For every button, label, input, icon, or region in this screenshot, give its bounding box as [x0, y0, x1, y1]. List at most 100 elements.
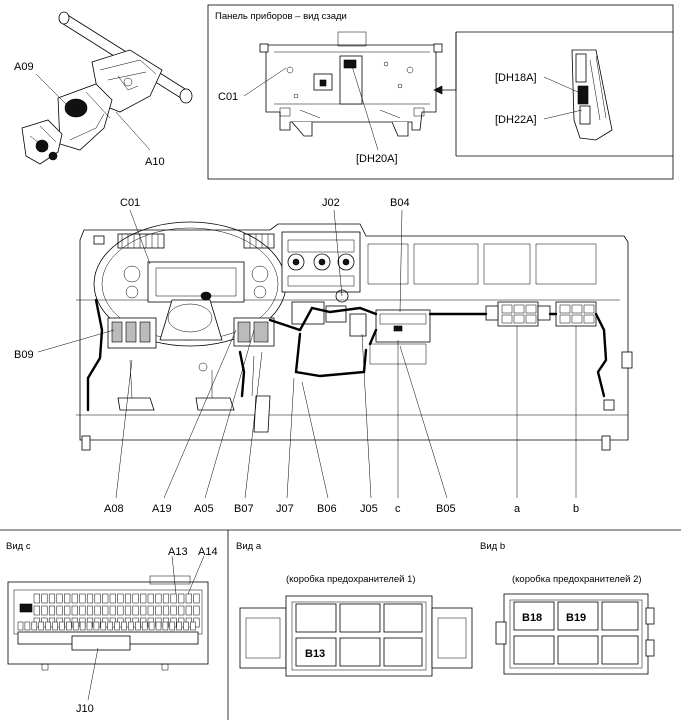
connector-pin	[41, 593, 48, 604]
view-c-pin-rows	[17, 593, 200, 631]
connector-pin	[71, 593, 78, 604]
label-c01-cluster: C01	[218, 91, 238, 103]
j02-leader	[333, 209, 343, 297]
connector-pin	[33, 605, 40, 616]
connector-pin	[155, 593, 162, 604]
connector-pin	[94, 605, 101, 616]
connector-pin	[162, 593, 170, 604]
connector-pin	[170, 593, 177, 604]
connector-pin	[193, 605, 200, 616]
connector-pin	[124, 605, 132, 616]
label-c01-dash: C01	[120, 197, 140, 209]
connector-pin	[48, 605, 56, 616]
connector-pin	[147, 593, 154, 604]
fuse-b18-cell	[513, 601, 555, 631]
label-j10: J10	[76, 703, 94, 715]
connector-pin	[56, 605, 63, 616]
connector-pin	[109, 593, 116, 604]
connector-pin	[193, 593, 200, 604]
label-b06: B06	[317, 503, 337, 515]
instrument-cluster-rear	[259, 31, 443, 137]
connector-pin	[124, 593, 132, 604]
dh18a-leader	[543, 76, 579, 93]
label-b09: B09	[14, 349, 34, 361]
b09-leader	[37, 329, 115, 353]
connector-pin	[132, 593, 139, 604]
connector-pin	[64, 605, 71, 616]
connector-pin	[176, 621, 182, 631]
label-j02: J02	[322, 197, 340, 209]
label-a: a	[514, 503, 521, 515]
a13-leader	[171, 555, 177, 595]
connector-pin	[147, 605, 154, 616]
c01-cluster-leader	[243, 67, 287, 97]
connector-pin	[117, 593, 124, 604]
connector-pin	[155, 605, 162, 616]
connector-pin	[52, 621, 58, 631]
connector-pin	[86, 593, 94, 604]
detail-arrow-head	[433, 85, 443, 95]
connector-pin	[102, 593, 109, 604]
label-a05: A05	[194, 503, 214, 515]
label-j05: J05	[360, 503, 378, 515]
label-b18: B18	[522, 612, 542, 624]
connector-pin	[102, 605, 109, 616]
connector-pin	[48, 593, 56, 604]
connector-pin	[185, 605, 192, 616]
a10-leader	[115, 111, 151, 151]
connector-pin	[185, 593, 192, 604]
connector-pin	[86, 621, 93, 631]
connector-pin	[169, 621, 176, 631]
connector-pin	[17, 621, 24, 631]
connector-pin	[170, 605, 177, 616]
fuse-b13-cell	[295, 637, 337, 667]
view-a-subtitle: (коробка предохранителей 1)	[286, 574, 416, 585]
connector-pin	[162, 605, 170, 616]
connector-pin	[183, 621, 189, 631]
connector-pin	[100, 621, 107, 631]
label-j07: J07	[276, 503, 294, 515]
connector-pin	[107, 621, 113, 631]
dashboard-illustration	[76, 221, 633, 451]
label-a13: A13	[168, 546, 188, 558]
label-a19: A19	[152, 503, 172, 515]
connector-pin	[64, 593, 71, 604]
label-a14: A14	[198, 546, 218, 558]
connector-pin	[24, 621, 31, 631]
label-a08: A08	[104, 503, 124, 515]
label-a10: A10	[145, 156, 165, 168]
bottom-leaders	[115, 326, 577, 499]
a14-leader	[187, 555, 205, 595]
connector-pin	[109, 605, 116, 616]
a09-leader	[35, 73, 71, 109]
fuse-box-2	[495, 593, 655, 675]
connector-pin	[132, 605, 139, 616]
dh22a-leader	[543, 109, 583, 120]
label-b05: B05	[436, 503, 456, 515]
view-b-title: Вид b	[480, 541, 505, 552]
label-dh22a: [DH22A]	[495, 114, 537, 126]
connector-pin	[38, 621, 44, 631]
view-a-title: Вид a	[236, 541, 262, 552]
label-c: c	[395, 503, 401, 515]
connector-pin	[94, 593, 101, 604]
connector-pin	[128, 621, 134, 631]
connector-pin	[93, 621, 100, 631]
label-a09: A09	[14, 61, 34, 73]
connector-pin	[140, 605, 147, 616]
connector-pin	[71, 605, 78, 616]
label-b19: B19	[566, 612, 586, 624]
connector-pin	[79, 593, 86, 604]
label-dh18a: [DH18A]	[495, 72, 537, 84]
b04-leader	[399, 209, 403, 313]
connector-pin	[72, 621, 79, 631]
connector-pin	[33, 593, 40, 604]
connector-pin	[79, 605, 86, 616]
connector-pin	[41, 605, 48, 616]
connector-pin	[56, 593, 63, 604]
connector-pin	[66, 621, 72, 631]
connector-pin	[86, 605, 94, 616]
connector-pin	[121, 621, 127, 631]
